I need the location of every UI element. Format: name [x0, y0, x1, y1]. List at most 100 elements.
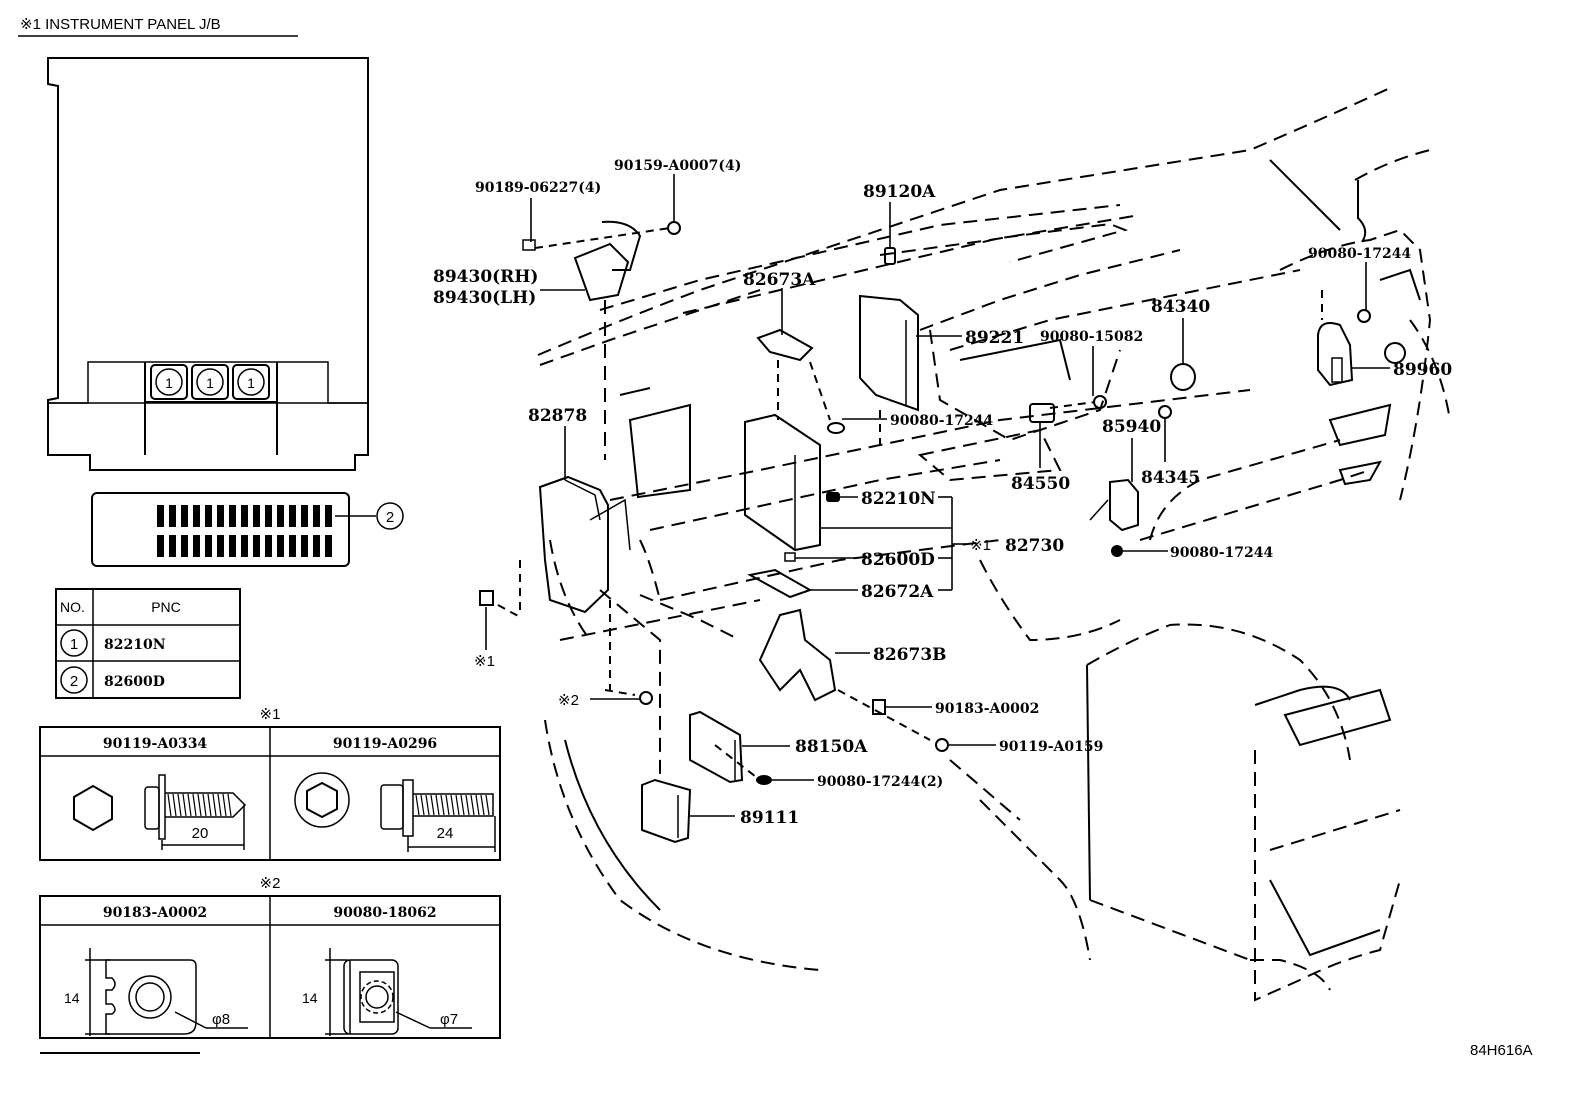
bolt-length: 24: [437, 825, 454, 842]
fuse-pin: [181, 535, 188, 557]
callout-89960: 89960: [1393, 360, 1452, 380]
fuse-pin: [157, 535, 164, 557]
thread-line: [450, 794, 455, 816]
callout-90080-15082: 90080-15082: [1040, 329, 1143, 345]
callout-90080-17244-top: 90080-17244: [1308, 246, 1411, 262]
bolt-part-number: 90119-A0334: [103, 736, 208, 752]
bolt-thread: [165, 792, 247, 818]
callout-84340: 84340: [1151, 297, 1210, 317]
thread-line: [222, 793, 227, 817]
fuse-pin: [301, 535, 308, 557]
callout-82210n: 82210N: [861, 489, 936, 509]
callout-85940: 85940: [1102, 417, 1161, 437]
pnc-row-no: 2: [70, 673, 78, 690]
callout-90189-06227: 90189-06227(4): [475, 180, 601, 196]
nut-height: 14: [64, 990, 80, 1006]
fuse-pin: [205, 505, 212, 527]
thread-line: [212, 793, 217, 817]
fastener-table-2: ※2 90183-A0002 90080-18062 14 φ8 14 φ7: [39, 875, 501, 1039]
fuse-pin: [229, 535, 236, 557]
callout-90159-a0007: 90159-A0007(4): [614, 158, 741, 174]
relay-82210n: [826, 492, 840, 502]
nut-diameter: φ8: [212, 1011, 230, 1028]
relay-socket-2: 1: [191, 364, 229, 400]
fuse-pin: [277, 505, 284, 527]
bolt-90080-17244-top: [1357, 309, 1371, 323]
fuse-pin: [301, 505, 308, 527]
instrument-panel-jb-legend: ※1 INSTRUMENT PANEL J/B 1 1 1 2: [18, 16, 404, 699]
callout-82673a: 82673A: [743, 270, 816, 290]
callout-82878: 82878: [528, 406, 587, 426]
fuse-pin: [217, 535, 224, 557]
thread-line: [167, 793, 172, 817]
diagram-code: 84H616A: [1470, 1042, 1533, 1059]
thread-line: [445, 794, 450, 816]
nut-diameter: φ7: [440, 1011, 458, 1028]
thread-line: [227, 793, 232, 817]
fuse-pin: [265, 535, 272, 557]
fuse-pin: [217, 505, 224, 527]
callout-mark1-clip: ※1: [474, 653, 495, 670]
thread-line: [460, 794, 465, 816]
callout-labels: 90189-06227(4) 90159-A0007(4) 89430(RH) …: [433, 158, 1452, 828]
callout-82673b: 82673B: [873, 645, 947, 665]
thread-line: [197, 793, 202, 817]
thread-line: [455, 794, 460, 816]
fuse-pin: [181, 505, 188, 527]
callout-90080-17244-2: 90080-17244(2): [817, 774, 943, 790]
callout-89120a: 89120A: [863, 182, 936, 202]
fuse-pin: [253, 505, 260, 527]
dashboard-outline: [537, 87, 1451, 1002]
bolt-head: [144, 786, 160, 830]
callout-88150a: 88150A: [795, 737, 868, 757]
callout-90080-17244-right: 90080-17244: [1170, 545, 1273, 561]
thread-line: [475, 794, 480, 816]
thread-line: [202, 793, 207, 817]
component-89960-module: [1317, 322, 1354, 387]
fuse-pin: [241, 535, 248, 557]
fuse-pin: [313, 505, 320, 527]
bolt-90080-15082: [1093, 395, 1107, 409]
fuse-pin: [193, 505, 200, 527]
svg-text:1: 1: [206, 375, 214, 391]
fuse-pin: [289, 505, 296, 527]
component-82673a-bracket: [756, 328, 814, 362]
fuse-pin: [325, 535, 332, 557]
callout-84345: 84345: [1141, 468, 1200, 488]
component-82673b-bracket: [758, 608, 837, 702]
fuse-pin: [229, 505, 236, 527]
table-mark: ※1: [260, 706, 281, 723]
pnc-row-value: 82600D: [104, 674, 165, 690]
bolt-part-number: 90119-A0296: [333, 736, 437, 752]
thread-line: [435, 794, 440, 816]
thread-line: [192, 793, 197, 817]
svg-text:1: 1: [247, 375, 255, 391]
fuse-pin: [289, 535, 296, 557]
fuse-pin: [325, 505, 332, 527]
callout-82600d: 82600D: [861, 550, 935, 570]
callout-84550: 84550: [1011, 474, 1070, 494]
thread-line: [480, 794, 485, 816]
component-85940-relay: [1089, 478, 1139, 532]
thread-line: [440, 794, 445, 816]
callout-89111: 89111: [740, 808, 799, 828]
callout-90183-a0002: 90183-A0002: [935, 701, 1039, 717]
bolt-length: 20: [192, 825, 209, 842]
clip-nut-outline: [343, 959, 399, 1035]
bolt-thread: [413, 793, 494, 817]
pnc-header-pnc: PNC: [151, 599, 181, 615]
fuse-pin: [265, 505, 272, 527]
fuse-pin: [205, 535, 212, 557]
table-mark: ※2: [260, 875, 281, 892]
pnc-row-value: 82210N: [104, 637, 166, 653]
svg-text:1: 1: [165, 375, 173, 391]
component-89120a-sensor: [884, 247, 896, 265]
relay-socket-1: 1: [150, 364, 188, 400]
fuse-pin: [169, 535, 176, 557]
fuse-82600d: [784, 552, 796, 562]
thread-line: [207, 793, 212, 817]
fuse-pin: [241, 505, 248, 527]
callout-82730: 82730: [1005, 536, 1064, 556]
nut-height: 14: [302, 990, 318, 1006]
